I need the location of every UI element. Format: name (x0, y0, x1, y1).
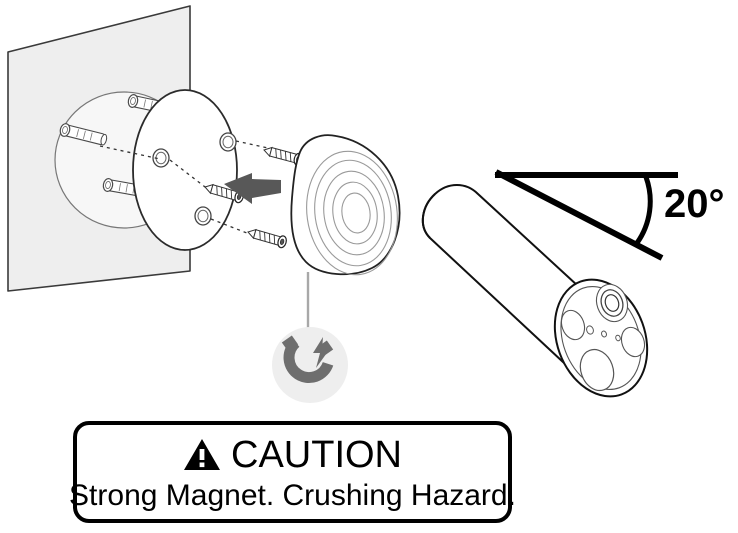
camera-body (421, 184, 649, 398)
alignment-guide-line (99, 140, 269, 236)
magnet-face-rings (306, 150, 398, 276)
wall-anchor (59, 94, 174, 198)
caution-message: Strong Magnet. Crushing Hazard. (69, 478, 516, 512)
magnet-badge (272, 327, 348, 403)
assembly-direction-arrow (224, 173, 281, 204)
caution-label: CAUTION Strong Magnet. Crushing Hazard. (69, 421, 516, 523)
tilt-angle-label: 20° (664, 182, 725, 226)
caution-heading-row: CAUTION (183, 436, 402, 474)
tilt-angle-indicator (494, 169, 678, 261)
mount-plate (132, 89, 238, 251)
caution-title: CAUTION (231, 433, 402, 476)
warning-triangle-icon (184, 439, 220, 470)
sensor-right (620, 326, 646, 358)
magnet-icon (281, 335, 334, 384)
speaker-oval (579, 348, 615, 392)
magnetic-dome-mount (290, 134, 401, 276)
camera-lens (595, 283, 629, 323)
sensor-left (560, 309, 586, 341)
mount-plate-screw-hole (152, 132, 237, 226)
indicator-dots (586, 325, 621, 342)
camera-face (553, 278, 649, 398)
